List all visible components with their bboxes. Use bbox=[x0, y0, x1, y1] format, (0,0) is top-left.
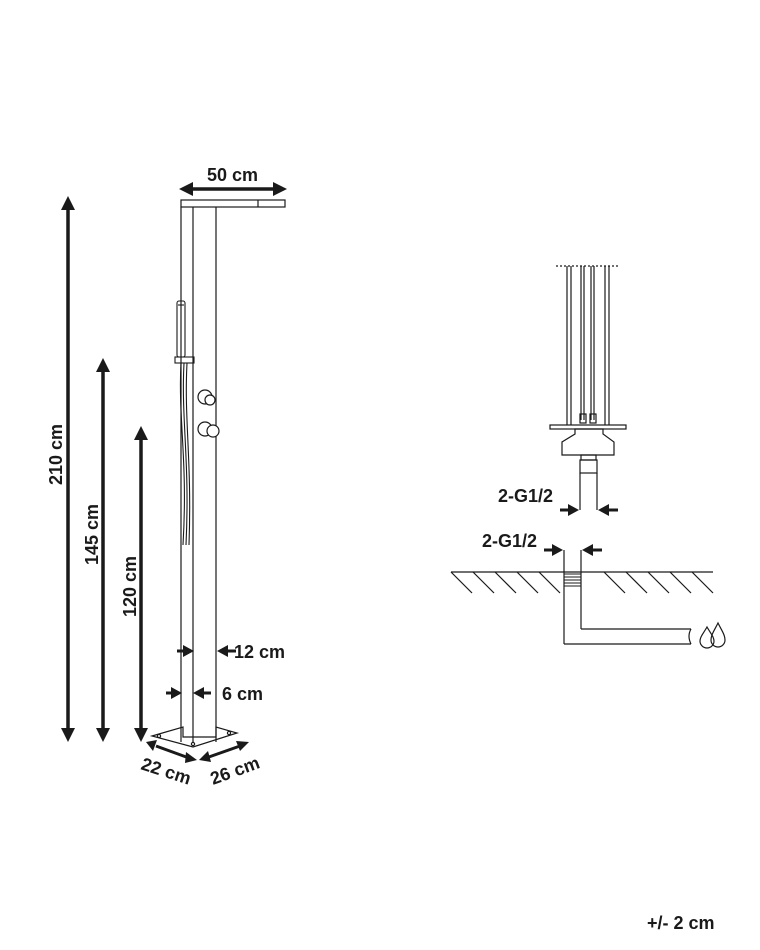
base-depth-arrow bbox=[146, 740, 197, 763]
column-width-label: 6 cm bbox=[222, 684, 263, 704]
column-depth-arrows bbox=[177, 645, 236, 657]
base-depth-label: 22 cm bbox=[139, 754, 194, 789]
height-handshower-label: 145 cm bbox=[82, 504, 102, 565]
shower-column bbox=[180, 199, 286, 742]
installation-detail bbox=[549, 265, 627, 510]
pipe-top-arrows bbox=[560, 504, 618, 516]
height-dimension-120 bbox=[134, 426, 148, 742]
column-width-arrows bbox=[166, 687, 211, 699]
ground-section bbox=[450, 550, 714, 645]
height-mixer-label: 120 cm bbox=[120, 556, 140, 617]
base-plate bbox=[149, 726, 240, 748]
mixer-knob-upper[interactable] bbox=[197, 389, 216, 406]
height-total-label: 210 cm bbox=[46, 424, 66, 485]
water-drops-icon bbox=[699, 621, 726, 649]
width-dimension-arrow bbox=[179, 182, 287, 196]
tolerance-label: +/- 2 cm bbox=[647, 913, 715, 933]
base-width-label: 26 cm bbox=[208, 753, 263, 789]
pipe-ground-label: 2-G1/2 bbox=[482, 531, 537, 551]
base-width-arrow bbox=[199, 741, 249, 762]
height-dimension-210 bbox=[61, 196, 75, 742]
mixer-knob-lower[interactable] bbox=[197, 421, 220, 438]
pipe-top-label: 2-G1/2 bbox=[498, 486, 553, 506]
pipe-thread bbox=[564, 573, 581, 587]
width-label: 50 cm bbox=[207, 165, 258, 185]
column-depth-label: 12 cm bbox=[234, 642, 285, 662]
height-dimension-145 bbox=[96, 358, 110, 742]
hand-shower bbox=[174, 300, 195, 546]
pipe-ground-arrows bbox=[544, 544, 602, 556]
